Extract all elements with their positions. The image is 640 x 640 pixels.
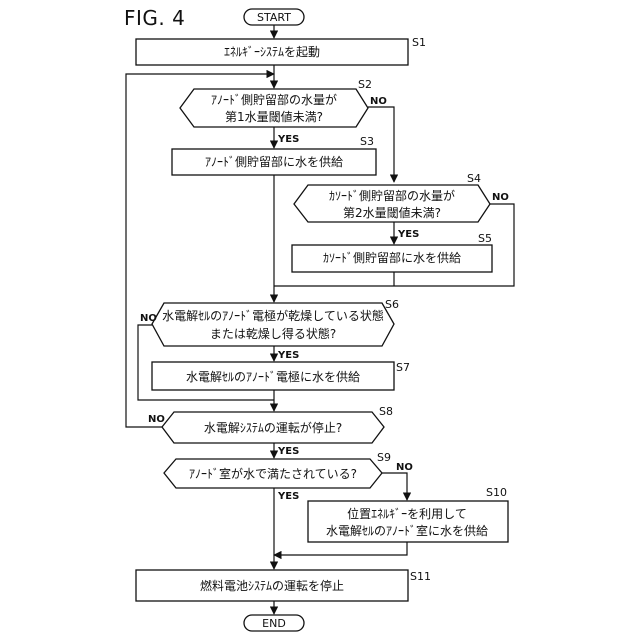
s9-yes-label: YES xyxy=(277,491,299,502)
s2-yes-label: YES xyxy=(277,134,299,145)
process-s7: 水電解ｾﾙのｱﾉｰﾄﾞ電極に水を供給 S7 xyxy=(152,361,410,390)
decision-s8: 水電解ｼｽﾃﾑの運転が停止? S8 xyxy=(162,405,393,443)
s8-yes-label: YES xyxy=(277,446,299,457)
s4-text-line2: 第2水量閾値未満? xyxy=(343,205,441,220)
end-label: END xyxy=(262,617,286,630)
arrow-s9-s10-no xyxy=(382,473,407,500)
s2-text-line2: 第1水量閾値未満? xyxy=(225,109,323,124)
decision-s4: ｶｿｰﾄﾞ側貯留部の水量が 第2水量閾値未満? S4 xyxy=(294,172,490,222)
s2-no-label: NO xyxy=(370,96,387,107)
s4-step-label: S4 xyxy=(467,172,481,185)
start-label: START xyxy=(257,11,291,24)
s10-text-line1: 位置ｴﾈﾙｷﾞｰを利用して xyxy=(347,506,467,521)
decision-s2: ｱﾉｰﾄﾞ側貯留部の水量が 第1水量閾値未満? S2 xyxy=(180,78,372,127)
s3-step-label: S3 xyxy=(360,135,374,148)
s8-step-label: S8 xyxy=(379,405,393,418)
s6-step-label: S6 xyxy=(385,298,399,311)
s9-no-label: NO xyxy=(396,462,413,473)
arrow-s10-join xyxy=(274,542,407,555)
s4-no-label: NO xyxy=(492,192,509,203)
process-s11: 燃料電池ｼｽﾃﾑの運転を停止 S11 xyxy=(136,570,431,601)
process-s5: ｶｿｰﾄﾞ側貯留部に水を供給 S5 xyxy=(292,232,492,272)
s1-text: ｴﾈﾙｷﾞｰｼｽﾃﾑを起動 xyxy=(224,45,320,59)
process-s10: 位置ｴﾈﾙｷﾞｰを利用して 水電解ｾﾙのｱﾉｰﾄﾞ室に水を供給 S10 xyxy=(308,486,508,542)
s5-step-label: S5 xyxy=(478,232,492,245)
s2-text-line1: ｱﾉｰﾄﾞ側貯留部の水量が xyxy=(211,92,337,107)
s6-yes-label: YES xyxy=(277,350,299,361)
s6-text-line1: 水電解ｾﾙのｱﾉｰﾄﾞ電極が乾燥している状態 xyxy=(162,308,384,323)
s11-step-label: S11 xyxy=(410,570,431,583)
s4-text-line1: ｶｿｰﾄﾞ側貯留部の水量が xyxy=(329,188,455,203)
s8-text: 水電解ｼｽﾃﾑの運転が停止? xyxy=(204,420,342,435)
process-s1: ｴﾈﾙｷﾞｰｼｽﾃﾑを起動 S1 xyxy=(136,36,426,65)
end-terminal: END xyxy=(244,615,304,631)
s7-text: 水電解ｾﾙのｱﾉｰﾄﾞ電極に水を供給 xyxy=(186,369,360,384)
s8-no-label: NO xyxy=(148,414,165,425)
s7-step-label: S7 xyxy=(396,361,410,374)
decision-s6: 水電解ｾﾙのｱﾉｰﾄﾞ電極が乾燥している状態 または乾燥し得る状態? S6 xyxy=(152,298,399,346)
s4-yes-label: YES xyxy=(397,229,419,240)
s9-text: ｱﾉｰﾄﾞ室が水で満たされている? xyxy=(189,466,357,481)
s1-step-label: S1 xyxy=(412,36,426,49)
s11-text: 燃料電池ｼｽﾃﾑの運転を停止 xyxy=(200,578,344,593)
s3-text: ｱﾉｰﾄﾞ側貯留部に水を供給 xyxy=(205,154,343,169)
s6-text-line2: または乾燥し得る状態? xyxy=(210,326,336,341)
s6-no-label: NO xyxy=(140,313,157,324)
s2-step-label: S2 xyxy=(358,78,372,91)
s10-step-label: S10 xyxy=(486,486,507,499)
s9-step-label: S9 xyxy=(377,451,391,464)
s10-text-line2: 水電解ｾﾙのｱﾉｰﾄﾞ室に水を供給 xyxy=(326,523,488,538)
start-terminal: START xyxy=(244,9,304,25)
s5-text: ｶｿｰﾄﾞ側貯留部に水を供給 xyxy=(323,250,461,265)
